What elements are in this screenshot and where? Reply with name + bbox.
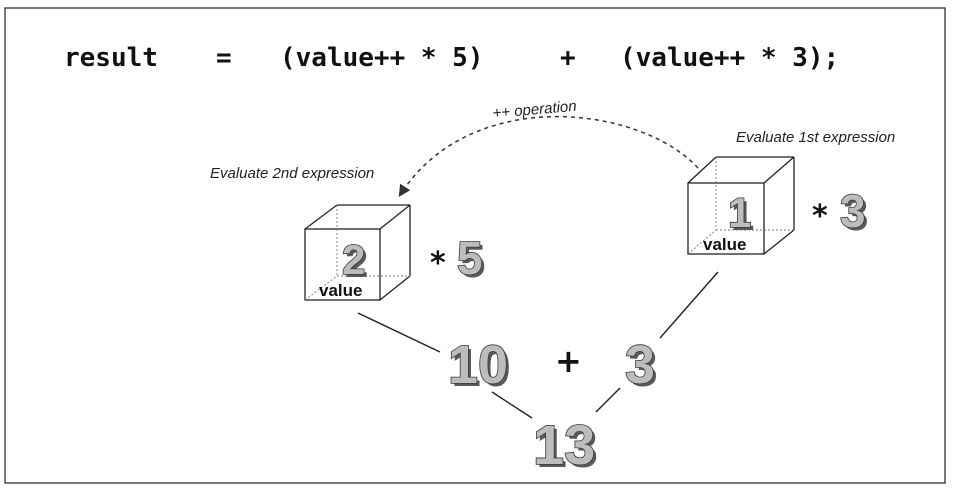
box-second-number-shadow: 2 [345, 239, 368, 286]
eval-second-label: Evaluate 2nd expression [210, 165, 374, 182]
right-product-shadow: 3 [628, 338, 658, 398]
right-product: 3 [625, 335, 655, 395]
box-first-label: value [703, 235, 746, 254]
first-multiplier: 3 [840, 185, 866, 237]
code-result-token: result [64, 43, 158, 73]
box-first-number: 1 [728, 189, 751, 236]
sum-result: 13 [533, 413, 595, 476]
increment-label: ++ operation [492, 98, 577, 122]
code-second-term: (value++ * 3); [620, 43, 839, 73]
increment-arrow [398, 115, 699, 198]
connector-box2-to-10 [357, 312, 441, 353]
code-plus-token: + [560, 43, 576, 73]
diagram-border [4, 7, 946, 484]
first-times-sign: * [812, 199, 828, 234]
eval-first-label: Evaluate 1st expression [736, 129, 895, 146]
box-second-label: value [319, 281, 362, 300]
value-box-first: 1 1 value [687, 156, 795, 255]
box-second-number: 2 [342, 236, 365, 283]
code-assign-token: = [216, 43, 232, 73]
connector-box1-to-3 [659, 271, 719, 339]
second-times-sign: * [430, 246, 446, 281]
left-product: 10 [448, 335, 508, 395]
sum-result-shadow: 13 [536, 416, 598, 479]
results-plus-sign: + [555, 342, 582, 380]
box-first-number-shadow: 1 [731, 192, 754, 239]
code-statement: result = (value++ * 5) + (value++ * 3); [64, 43, 839, 73]
code-first-term: (value++ * 5) [280, 43, 484, 73]
second-multiplier-shadow: 5 [460, 235, 486, 287]
connector-10-to-13 [491, 391, 533, 419]
value-box-second: 2 2 value [304, 204, 411, 301]
second-multiplier: 5 [457, 232, 483, 284]
left-product-shadow: 10 [451, 338, 511, 398]
first-multiplier-shadow: 3 [843, 188, 869, 240]
connector-3-to-13 [595, 387, 621, 413]
